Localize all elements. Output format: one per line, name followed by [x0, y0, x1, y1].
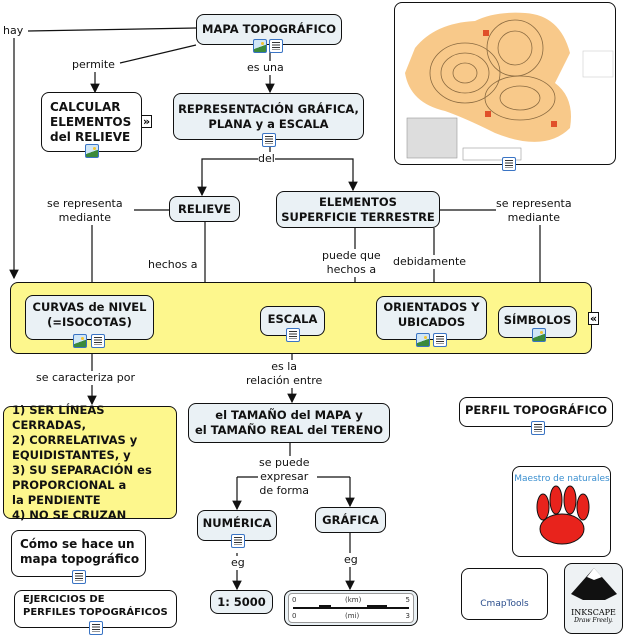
document-resource-icon[interactable]: [286, 328, 300, 342]
link-eg: eg: [344, 553, 358, 567]
expand-icon[interactable]: »: [141, 115, 153, 128]
cmaptools-logo: CmapTools: [461, 568, 548, 620]
collapse-icon[interactable]: «: [588, 312, 600, 325]
link-se-caracteriza-por: se caracteriza por: [36, 371, 135, 385]
link-debidamente: debidamente: [393, 255, 467, 269]
link-es-una: es una: [247, 61, 284, 75]
document-resource-icon[interactable]: [531, 421, 545, 435]
document-resource-icon[interactable]: [262, 133, 276, 147]
image-resource-icon[interactable]: [532, 328, 546, 342]
node-representacion[interactable]: REPRESENTACIÓN GRÁFICA,PLANA y a ESCALA: [173, 93, 364, 140]
link-permite: permite: [72, 58, 115, 72]
node-simbolos[interactable]: SÍMBOLOS: [498, 306, 577, 338]
node-grafica[interactable]: GRÁFICA: [315, 507, 386, 533]
graphic-scale-bar: 0 (km) 5 0 (mi) 3: [288, 593, 414, 623]
link-eg: eg: [231, 556, 245, 570]
document-resource-icon[interactable]: [231, 534, 245, 548]
maestro-de-naturales-logo: Maestro de naturales: [512, 466, 611, 557]
document-resource-icon[interactable]: [89, 621, 103, 635]
node-caracteristicas[interactable]: 1) SER LÍNEAS CERRADAS,2) CORRELATIVAS y…: [3, 403, 177, 522]
document-resource-icon[interactable]: [91, 334, 105, 348]
topographic-map-image[interactable]: [394, 2, 616, 165]
document-resource-icon[interactable]: [269, 39, 283, 53]
node-scale-bar[interactable]: 0 (km) 5 0 (mi) 3: [284, 590, 418, 626]
image-resource-icon[interactable]: [85, 144, 99, 158]
topographic-map-drawing: [405, 12, 614, 161]
document-resource-icon[interactable]: [433, 333, 447, 347]
inkscape-logo: INKSCAPE Draw Freely.: [564, 563, 623, 634]
node-1-5000[interactable]: 1: 5000: [210, 590, 273, 614]
node-curvas-de-nivel[interactable]: CURVAS de NIVEL(=ISOCOTAS): [25, 295, 154, 340]
paw-icon: Maestro de naturales: [514, 474, 610, 545]
node-relieve[interactable]: RELIEVE: [169, 196, 240, 222]
image-resource-icon[interactable]: [416, 333, 430, 347]
document-resource-icon[interactable]: [502, 157, 516, 171]
inkscape-mountain-icon: [571, 568, 617, 600]
link-del: del: [258, 152, 275, 166]
document-resource-icon[interactable]: [72, 570, 86, 584]
image-resource-icon[interactable]: [73, 334, 87, 348]
image-resource-icon[interactable]: [253, 39, 267, 53]
svg-text:Maestro de naturales: Maestro de naturales: [514, 474, 610, 484]
node-perfil-topografico[interactable]: PERFIL TOPOGRÁFICO: [459, 397, 613, 427]
link-hay: hay: [3, 24, 24, 38]
link-hechos-a: hechos a: [148, 258, 198, 272]
